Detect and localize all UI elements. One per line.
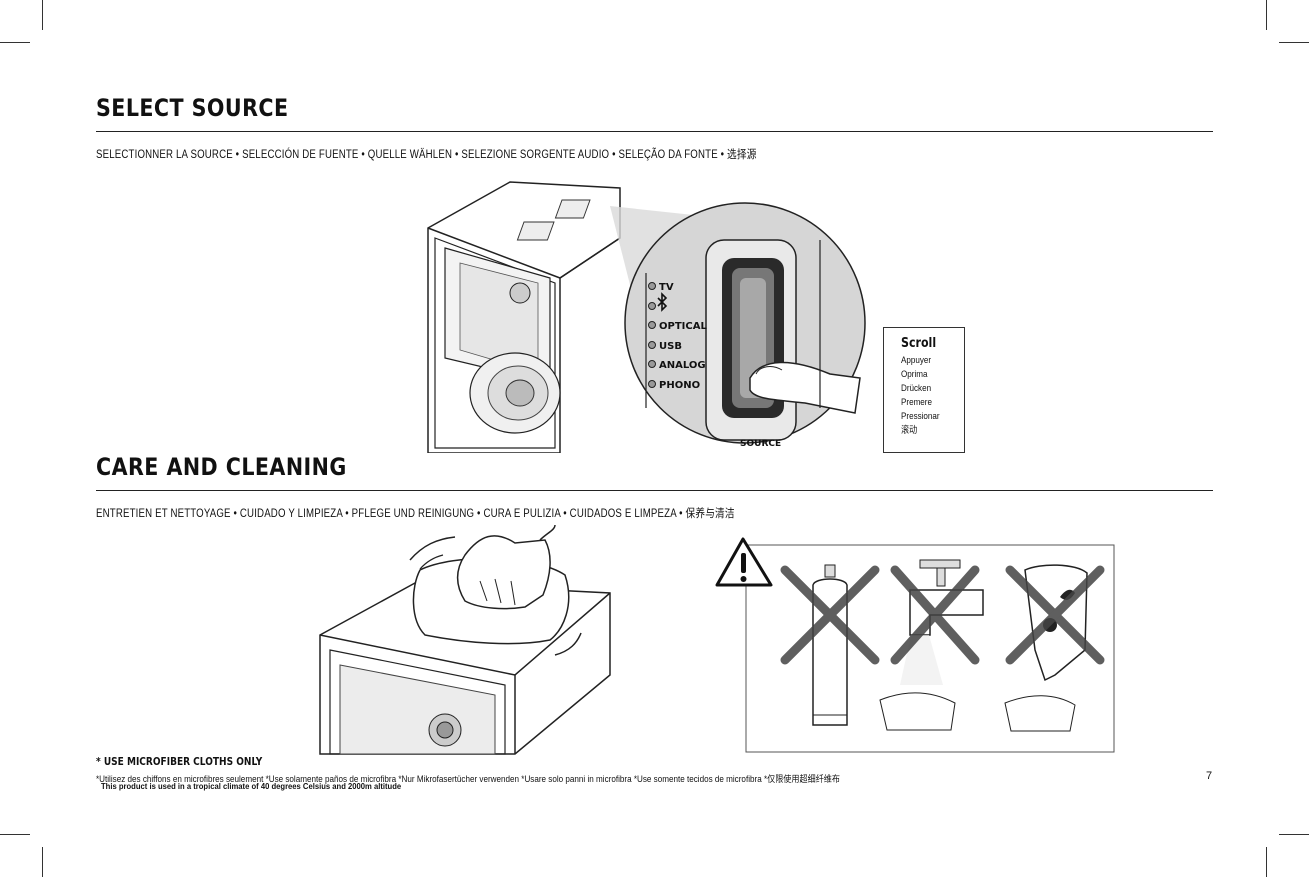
- spray-can-icon: [812, 564, 848, 726]
- care-translations: ENTRETIEN ET NETTOYAGE • CUIDADO Y LIMPI…: [96, 508, 735, 520]
- cleaning-illustration: [319, 525, 611, 755]
- scroll-title: Scroll: [901, 336, 937, 351]
- source-knob-label: SOURCE: [740, 439, 781, 449]
- scroll-item: 滚动: [901, 425, 918, 436]
- crop-mark: [1266, 847, 1267, 877]
- no-chemicals-warning-panel: [715, 537, 1115, 753]
- crop-mark: [1279, 42, 1309, 43]
- crop-mark: [1266, 0, 1267, 30]
- source-optical-label: OPTICAL: [659, 321, 707, 332]
- microfiber-translations: *Utilisez des chiffons en microfibres se…: [96, 774, 841, 784]
- divider: [96, 131, 1213, 132]
- crop-mark: [1279, 834, 1309, 835]
- climate-note: This product is used in a tropical clima…: [101, 781, 402, 791]
- scroll-instruction-box: Scroll Appuyer Oprima Drücken Premere Pr…: [883, 327, 965, 453]
- scroll-item: Drücken: [901, 383, 932, 394]
- warning-icon: [715, 537, 773, 587]
- source-analog-label: ANALOG: [659, 360, 706, 371]
- prohibited-x-mark: [780, 565, 1105, 665]
- crop-mark: [0, 834, 30, 835]
- divider: [96, 490, 1213, 491]
- scroll-item: Appuyer: [901, 355, 932, 366]
- select-source-translations: SELECTIONNER LA SOURCE • SELECCIÓN DE FU…: [96, 149, 757, 161]
- select-source-heading: SELECT SOURCE: [96, 94, 289, 122]
- scroll-item: Premere: [901, 397, 932, 408]
- page-number: 7: [1206, 770, 1213, 782]
- bluetooth-icon: [657, 292, 668, 312]
- source-tv-label: TV: [659, 282, 674, 293]
- crop-mark: [42, 847, 43, 877]
- scroll-item: Oprima: [901, 369, 928, 380]
- care-heading: CARE AND CLEANING: [96, 453, 347, 481]
- speaker-source-illustration: TV OPTICAL USB ANALOG PHONO SOURCE: [427, 181, 866, 453]
- microfiber-note: * USE MICROFIBER CLOTHS ONLY: [96, 755, 263, 768]
- crop-mark: [42, 0, 43, 30]
- source-phono-label: PHONO: [659, 380, 700, 391]
- source-usb-label: USB: [659, 341, 682, 352]
- scroll-item: Pressionar: [901, 411, 940, 422]
- crop-mark: [0, 42, 30, 43]
